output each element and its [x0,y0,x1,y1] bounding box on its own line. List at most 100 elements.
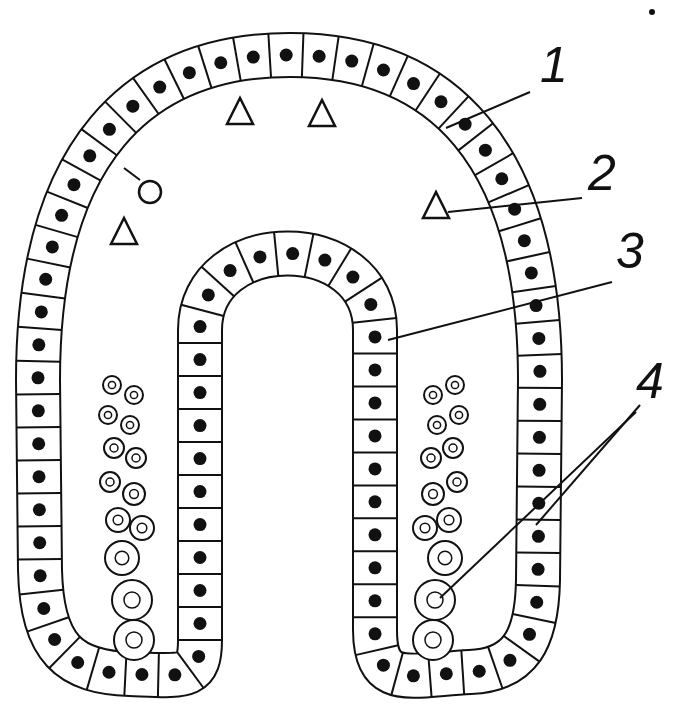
cell-nucleus [503,654,516,667]
cell-nucleus [192,650,205,663]
cell-nucleus [377,64,390,77]
leader-line [440,412,636,598]
germ-nucleus [126,632,142,648]
cell-wall [16,361,60,362]
germ-cell [428,541,462,575]
cell-wall [362,44,374,86]
cell-nucleus [369,429,382,442]
germ-nucleus [427,454,435,462]
germ-nucleus [130,490,139,499]
cell-nucleus [32,338,45,351]
stalked-cell [139,181,161,203]
callout-number: 2 [588,148,616,198]
cell-wall [507,252,550,261]
germ-cell [424,386,442,404]
cell-nucleus [194,419,207,432]
cell-nucleus [525,266,538,279]
cell-nucleus [71,656,84,669]
germ-cell [437,508,461,532]
cell-nucleus [194,584,207,597]
leader-line [446,92,530,128]
cell-nucleus [435,95,448,108]
cell-wall [18,525,62,527]
cell-wall [87,648,99,690]
cell-nucleus [103,123,116,136]
cell-nucleus [369,594,382,607]
germ-cell [413,620,453,660]
cell-wall [178,474,222,476]
cell-nucleus [253,250,266,263]
germ-nucleus [104,411,111,418]
dot-mark [649,9,655,15]
germ-nucleus [132,454,140,462]
cell-nucleus [369,495,382,508]
germ-nucleus [453,478,461,486]
cell-wall [268,34,271,78]
cell-nucleus [533,464,546,477]
cell-nucleus [48,633,61,646]
cell-nucleus [377,659,390,672]
germ-nucleus [425,632,441,648]
cell-nucleus [369,462,382,475]
cell-nucleus [214,56,227,69]
cell-nucleus [194,452,207,465]
germ-cell [100,472,120,492]
cell-wall [353,583,397,585]
germ-cell [446,376,464,394]
stalk [124,168,140,180]
cell-nucleus [479,144,492,157]
cell-wall [504,636,540,662]
cell-nucleus [533,398,546,411]
cell-nucleus [369,330,382,343]
cell-wall [353,352,397,354]
cell-wall [332,36,338,80]
germ-nucleus [108,381,115,388]
cell-wall [235,242,253,282]
cell-wall [178,408,222,410]
cell-nucleus [532,332,545,345]
germ-nucleus [113,515,123,525]
germ-nucleus [420,523,430,533]
cell-wall [165,60,184,99]
cell-nucleus [194,386,207,399]
germ-nucleus [429,490,438,499]
germ-cell [125,386,143,404]
cell-wall [62,159,101,180]
cell-wall [178,639,222,641]
cell-wall [21,293,65,299]
cell-nucleus [35,305,48,318]
cell-nucleus [194,551,207,564]
cell-nucleus [530,596,543,609]
leader-line [448,198,582,212]
cell-wall [461,650,464,694]
cell-nucleus [523,628,536,641]
leader-lines [388,92,640,598]
cell-nucleus [346,271,359,284]
cell-nucleus [202,288,215,301]
cell-nucleus [345,55,358,68]
cell-wall [499,218,541,231]
germ-cell [415,580,455,620]
cell-wall [513,614,556,623]
cell-nucleus [194,617,207,630]
cell-nucleus [46,240,59,253]
callout-number: 4 [636,356,664,406]
cell-nucleus [532,530,545,543]
germ-nucleus [110,444,118,452]
cell-nucleus [33,503,46,516]
cell-nucleus [313,50,326,63]
germ-cell [421,448,441,468]
cell-wall [516,585,560,586]
cell-nucleus [32,404,45,417]
cell-nucleus [67,178,80,191]
cell-wall [181,305,224,316]
cell-nucleus [473,665,486,678]
cell-wall [19,590,63,595]
germ-cell [105,541,139,575]
cell-wall [16,426,60,428]
cell-nucleus [247,51,260,64]
cell-nucleus [318,254,331,267]
cell-wall [302,33,304,77]
cell-nucleus [39,273,52,286]
